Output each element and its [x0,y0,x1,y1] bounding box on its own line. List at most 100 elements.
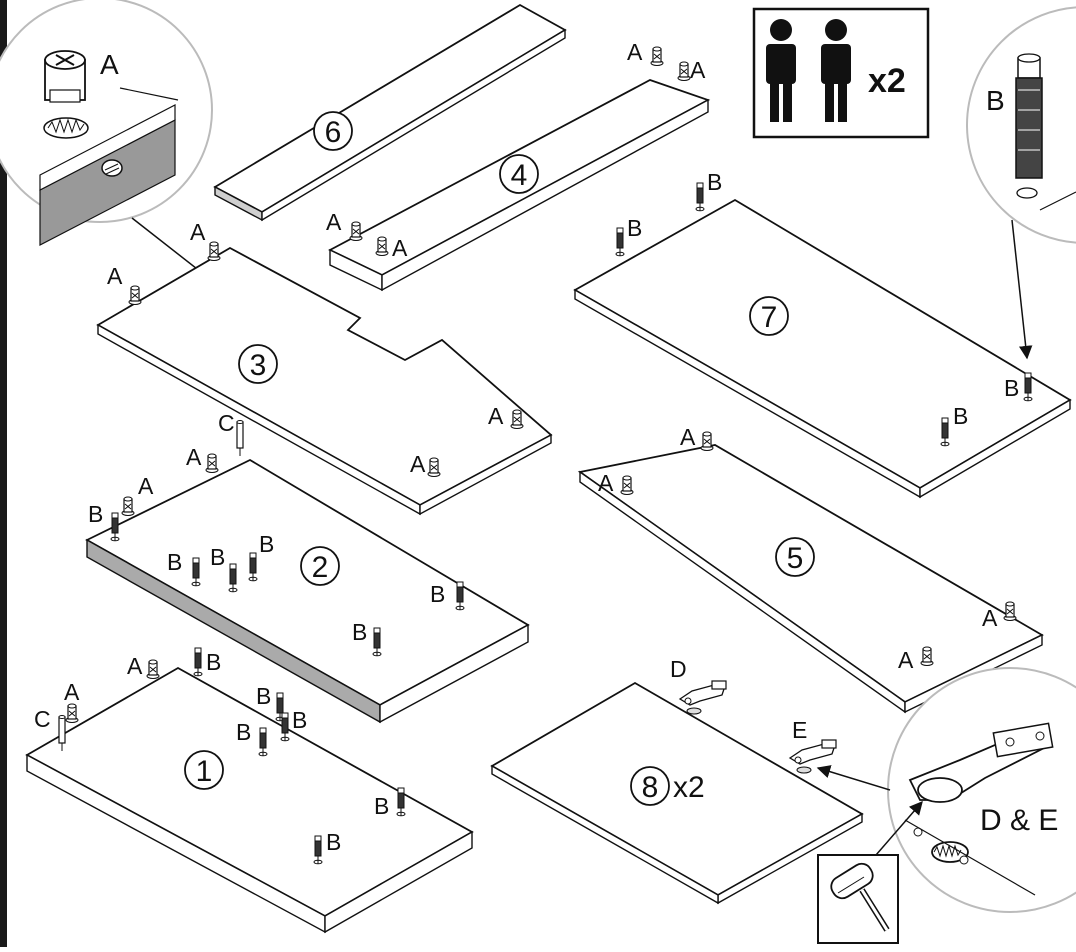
cam-lock-icon [620,475,634,496]
part-c-label: C [218,410,235,436]
part-b-label: B [374,793,389,819]
cam-lock-icon [349,221,363,242]
part-a-label: A [107,263,123,289]
panel-7-label: 7 [761,301,778,334]
part-b-label: B [986,85,1005,116]
person-icon [821,19,851,122]
panel-5-label: 5 [787,542,804,575]
panel-3: 3 A A A A [96,219,553,516]
panel-6: 6 [213,3,567,222]
cam-lock-icon [128,285,142,306]
panel-8-label: 8 [642,771,659,804]
part-a-label: A [326,209,342,235]
hinge-icon [904,722,1054,896]
panel-3-badge [238,344,278,384]
part-b-label: B [292,707,307,733]
people-qty: x2 [868,62,906,100]
panel-1-badge [184,750,224,790]
part-a-label: A [982,605,998,631]
part-a-label: A [410,451,426,477]
rubber-mallet-icon [830,862,890,932]
panel-5-badge [775,537,815,577]
detail-cam-lock: A [0,0,213,246]
panel-8: 8 x2 D E [490,656,864,905]
part-a-label: A [190,219,206,245]
panel-2-badge [300,546,340,586]
panel-7: 7 B B B B [573,169,1072,499]
cam-lock-icon [650,46,664,67]
dowel-icon [695,182,705,212]
part-a-label: A [627,39,643,65]
cam-lock-icon [510,409,524,430]
part-c-label: C [34,706,51,732]
part-b-label: B [210,544,225,570]
panel-4: 4 A A A A [326,39,711,292]
pin-icon [236,419,244,457]
part-b-label: B [206,649,221,675]
arrow-icon [816,765,891,791]
panel-8-qty: x2 [673,771,705,804]
detail-dowel: B [966,6,1076,244]
cam-lock-icon [207,241,221,262]
cam-lock-icon [375,236,389,257]
part-b-label: B [627,215,642,241]
cam-lock-icon [43,50,89,139]
panel-5: 5 A A A A [577,424,1044,714]
part-b-label: B [352,619,367,645]
panel-6-label: 6 [325,116,342,149]
page-border [0,0,7,947]
part-b-label: B [953,403,968,429]
part-a-label: A [138,473,154,499]
part-d-label: D [670,656,687,682]
part-a-label: A [127,653,143,679]
part-b-label: B [256,683,271,709]
panel-7-badge [749,296,789,336]
panel-4-badge [499,154,539,194]
hinge-icon [789,739,837,774]
part-a-label: A [898,647,914,673]
part-b-label: B [167,549,182,575]
part-b-label: B [259,531,274,557]
part-b-label: B [1004,375,1019,401]
cam-lock-icon [1003,601,1017,622]
cam-lock-icon [205,453,219,474]
cam-lock-icon [700,431,714,452]
panel-6-badge [313,111,353,151]
part-b-label: B [707,169,722,195]
two-person-box: x2 [752,7,930,139]
mallet-box [817,854,899,944]
cam-lock-icon [121,496,135,517]
cam-lock-icon [65,703,79,724]
panel-1: 1 A A C B B B B B B [25,647,474,934]
arrow-icon [875,800,923,856]
dowel-icon [1015,53,1043,199]
part-a-label: A [690,57,706,83]
part-b-label: B [88,501,103,527]
part-a-label: A [100,49,119,80]
part-a-label: A [598,470,614,496]
panel-1-label: 1 [196,755,213,788]
dowel-icon [615,227,625,257]
cam-lock-icon [146,659,160,680]
panel-4-label: 4 [511,159,528,192]
arrow-icon [1011,219,1033,360]
hinge-icon [679,680,727,715]
panel-2: 2 C A A B B B B B B [85,410,530,724]
part-e-label: E [792,717,807,743]
part-a-label: A [186,444,202,470]
panel-8-badge [630,766,670,806]
cam-lock-icon [677,61,691,82]
part-b-label: B [326,829,341,855]
dowel-icon [193,647,203,677]
cam-lock-icon [920,646,934,667]
panel-2-label: 2 [312,551,329,584]
part-a-label: A [392,235,408,261]
part-a-label: A [680,424,696,450]
part-b-label: B [236,719,251,745]
person-icon [766,19,796,122]
panel-3-label: 3 [250,349,267,382]
part-b-label: B [430,581,445,607]
part-a-label: A [64,679,80,705]
